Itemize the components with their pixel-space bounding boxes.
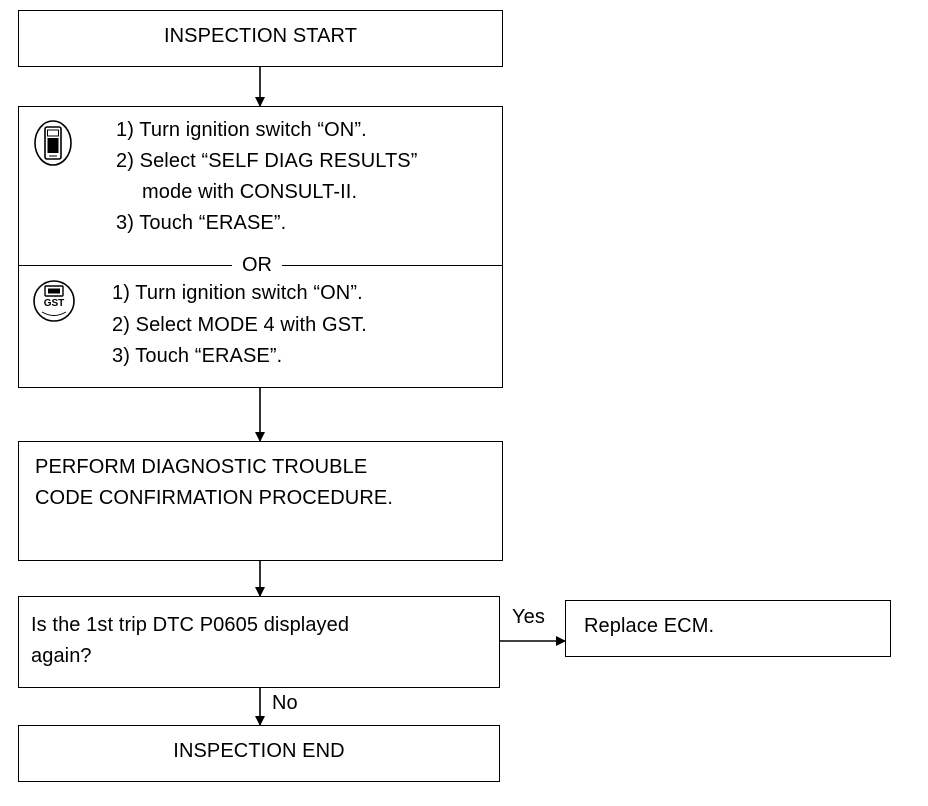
- inspection-end-label: INSPECTION END: [173, 740, 345, 762]
- erase-dtc-box: 1) Turn ignition switch “ON”. 2) Select …: [18, 106, 503, 388]
- consult-step-2-continued: mode with CONSULT-II.: [142, 181, 358, 203]
- inspection-end-box: INSPECTION END: [18, 725, 500, 782]
- inspection-start-label: INSPECTION START: [163, 25, 358, 47]
- consult-step-1: 1) Turn ignition switch “ON”.: [116, 119, 367, 141]
- gst-step-2: 2) Select MODE 4 with GST.: [112, 314, 367, 336]
- gst-step-1: 1) Turn ignition switch “ON”.: [112, 282, 363, 304]
- decision-yes-label: Yes: [512, 606, 545, 628]
- consult-ii-tester-icon: [34, 120, 72, 166]
- consult-step-2: 2) Select “SELF DIAG RESULTS”: [116, 150, 418, 172]
- gst-scan-tool-icon: [33, 280, 75, 322]
- or-separator-label: OR: [232, 253, 282, 277]
- inspection-start-box: INSPECTION START: [18, 10, 503, 67]
- dtc-confirmation-box: PERFORM DIAGNOSTIC TROUBLE CODE CONFIRMA…: [18, 441, 503, 561]
- decision-box: Is the 1st trip DTC P0605 displayed agai…: [18, 596, 500, 688]
- replace-ecm-label: Replace ECM.: [584, 615, 715, 637]
- decision-no-label: No: [272, 692, 298, 714]
- gst-icon-label: GST: [43, 298, 65, 309]
- decision-question-line-1: Is the 1st trip DTC P0605 displayed: [31, 614, 350, 636]
- decision-question-line-2: again?: [31, 645, 92, 667]
- replace-ecm-box: Replace ECM.: [565, 600, 891, 657]
- consult-step-3: 3) Touch “ERASE”.: [116, 212, 287, 234]
- gst-step-3: 3) Touch “ERASE”.: [112, 345, 283, 367]
- dtc-confirmation-line-2: CODE CONFIRMATION PROCEDURE.: [35, 487, 393, 509]
- dtc-confirmation-line-1: PERFORM DIAGNOSTIC TROUBLE: [35, 456, 368, 478]
